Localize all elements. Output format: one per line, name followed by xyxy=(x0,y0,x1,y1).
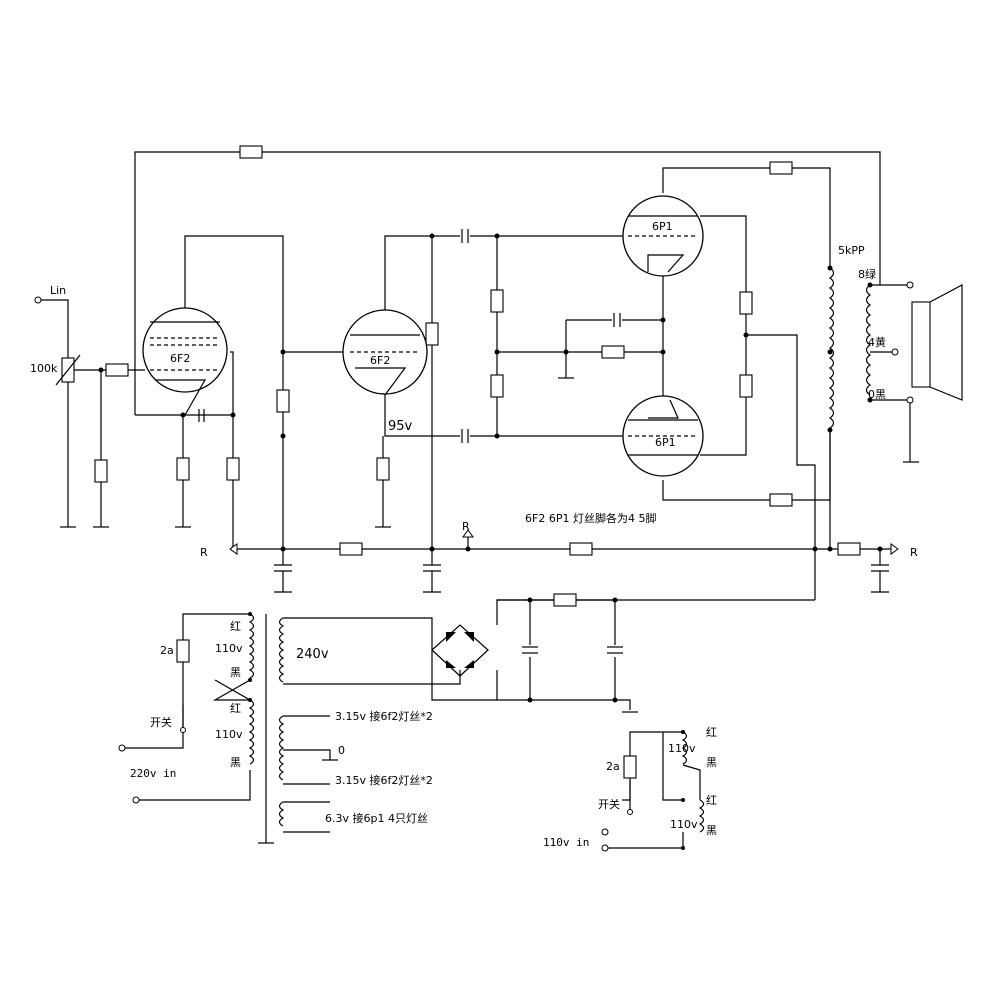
tube-6p1-top-label: 6P1 xyxy=(652,220,673,233)
grounds xyxy=(60,377,919,844)
nfb-resistor xyxy=(239,145,263,159)
power-transformer xyxy=(248,613,285,843)
cathode-bypass-cap xyxy=(198,409,205,422)
aux-red-2: 红 xyxy=(706,794,717,807)
filament-note: 6F2 6P1 灯丝脚各为4 5脚 xyxy=(525,511,656,525)
resistors xyxy=(94,145,861,779)
aux-black-2: 黑 xyxy=(706,824,717,837)
aux-red-1: 红 xyxy=(706,726,717,739)
plate-load-v2 xyxy=(425,322,439,346)
tap-4-label: 4黄 xyxy=(868,335,886,349)
tap-8-label: 8绿 xyxy=(858,267,876,281)
primary-110v-1: 110v xyxy=(215,642,243,655)
terminals xyxy=(34,233,914,852)
fuse-main-label: 2a xyxy=(160,644,174,657)
rail-cap-2 xyxy=(423,549,441,593)
output-transformer-label: 5kPP xyxy=(838,244,865,257)
cathode-resistor-v1a xyxy=(176,457,190,481)
rail-left-label: R xyxy=(200,546,208,559)
grid-resistor-top xyxy=(490,289,504,313)
aux-transformer xyxy=(681,731,705,833)
primary-110v-2: 110v xyxy=(215,728,243,741)
rail-resistor-1 xyxy=(339,542,363,556)
mains-110-label: 110v in xyxy=(543,836,589,849)
grid-leak-resistor xyxy=(94,459,108,483)
filter-resistor xyxy=(553,593,577,607)
primary-black-1: 黑 xyxy=(230,666,241,679)
grid-resistor-bottom xyxy=(490,374,504,398)
labels: Lin 100k 95v 5kPP 8绿 4黄 0黑 6F2 6P1 灯丝脚各为… xyxy=(30,244,918,849)
tap-0-label: 0黑 xyxy=(868,388,886,401)
screen-resistor-bottom xyxy=(739,374,753,398)
plate-load-v1 xyxy=(276,389,290,413)
fuse-aux xyxy=(623,755,637,779)
input-label: Lin xyxy=(50,284,66,297)
primary-red-1: 红 xyxy=(230,620,241,633)
fuse-main xyxy=(176,639,190,663)
speaker xyxy=(911,284,963,401)
filament-3-label: 6.3v 接6p1 4只灯丝 xyxy=(325,812,428,825)
tube-6p1-top: 6P1 xyxy=(622,195,704,277)
rail-resistor-3 xyxy=(837,542,861,556)
rail-cap-1 xyxy=(274,549,292,593)
grid-resistor-input xyxy=(105,363,129,377)
tube-v1-label: 6F2 xyxy=(170,352,190,365)
plate-resistor-bottom xyxy=(769,493,793,507)
mains-220-label: 220v in xyxy=(130,767,176,780)
rail-right-label: R xyxy=(910,546,918,559)
filament-zero-label: 0 xyxy=(338,744,345,757)
filament-2-label: 3.15v 接6f2灯丝*2 xyxy=(335,774,433,787)
cathode-resistor-v2 xyxy=(376,457,390,481)
aux-black-1: 黑 xyxy=(706,756,717,769)
tube-v2: 6F2 xyxy=(342,309,428,396)
tube-v2-label: 6F2 xyxy=(370,354,390,367)
switch-aux-label: 开关 xyxy=(598,797,620,811)
rail-cap-3 xyxy=(871,549,889,593)
wiring xyxy=(38,151,911,849)
cathode-resistor-v1b xyxy=(226,457,240,481)
fuse-aux-label: 2a xyxy=(606,760,620,773)
plate-resistor-top xyxy=(769,161,793,175)
driver-voltage-label: 95v xyxy=(388,419,413,434)
switch-main-label: 开关 xyxy=(150,715,172,729)
rail-resistor-2 xyxy=(569,542,593,556)
screen-resistor-top xyxy=(739,291,753,315)
cathode-resistor-output xyxy=(601,345,625,359)
primary-black-2: 黑 xyxy=(230,756,241,769)
volume-pot xyxy=(55,354,81,386)
aux-110v-1: 110v xyxy=(668,742,696,755)
primary-red-2: 红 xyxy=(230,702,241,715)
coupling-cap-bottom xyxy=(460,429,470,443)
switches xyxy=(180,705,633,815)
rail-mid-label: R xyxy=(462,520,470,533)
filter-cap-2 xyxy=(607,645,623,657)
tube-6p1-bottom: 6P1 xyxy=(622,395,704,477)
aux-110v-2: 110v xyxy=(670,818,698,831)
tube-v1: 6F2 xyxy=(142,307,228,416)
coupling-cap-top xyxy=(460,229,470,243)
tube-6p1-bottom-label: 6P1 xyxy=(655,436,676,449)
bridge-rectifier xyxy=(431,624,489,677)
filter-cap-1 xyxy=(522,645,538,657)
output-cathode-cap xyxy=(612,313,622,327)
hv-secondary-label: 240v xyxy=(296,647,329,662)
capacitors xyxy=(198,229,889,657)
output-transformer xyxy=(828,267,872,429)
filament-1-label: 3.15v 接6f2灯丝*2 xyxy=(335,710,433,723)
volume-pot-label: 100k xyxy=(30,362,58,375)
